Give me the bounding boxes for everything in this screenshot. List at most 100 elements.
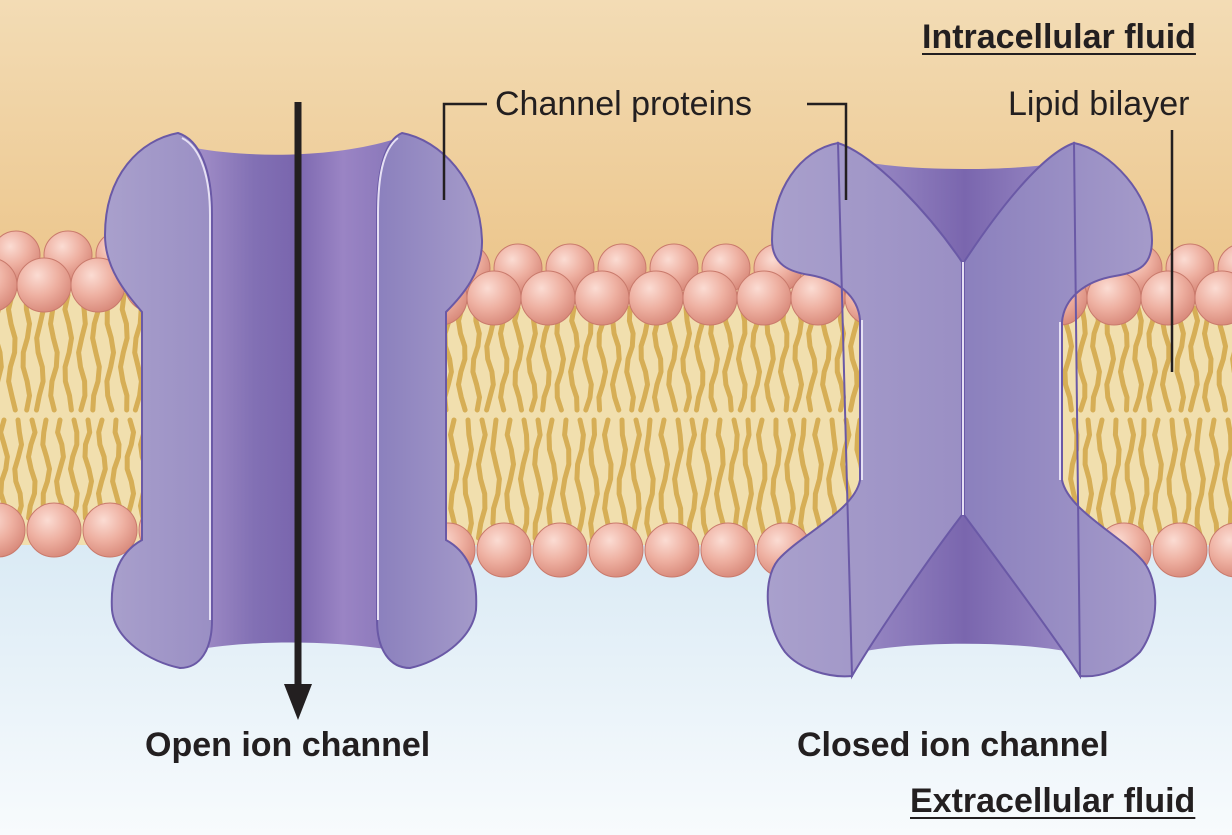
lipid-tail bbox=[0, 417, 10, 521]
lipid-tail bbox=[1152, 417, 1164, 541]
lipid-tail bbox=[504, 417, 516, 541]
lipid-tail bbox=[1194, 417, 1206, 541]
lipid-head bbox=[644, 522, 700, 578]
lipid-tail bbox=[736, 305, 748, 413]
lipid-tail bbox=[658, 417, 670, 541]
lipid-tail bbox=[476, 417, 488, 541]
lipid-tail bbox=[1208, 417, 1220, 541]
lipid-tail bbox=[96, 417, 108, 521]
lipid-tail bbox=[1118, 305, 1130, 413]
ion-flow-arrowhead bbox=[284, 684, 312, 720]
closed-ion-channel-label: Closed ion channel bbox=[797, 726, 1109, 764]
lipid-tail bbox=[110, 417, 122, 521]
lipid-tail bbox=[1090, 305, 1102, 413]
lipid-head bbox=[1208, 522, 1232, 578]
lipid-tail bbox=[806, 305, 818, 413]
open-channel-left-subunit-highlight bbox=[181, 137, 211, 620]
lipid-tail bbox=[1180, 417, 1192, 541]
open-channel-right-subunit-highlight bbox=[377, 137, 399, 620]
lipid-tail bbox=[722, 305, 734, 413]
lipid-head bbox=[574, 270, 630, 326]
lipid-tail bbox=[1076, 305, 1088, 413]
lipid-tail bbox=[512, 305, 524, 413]
lipid-tail bbox=[602, 417, 614, 541]
open-ion-channel-label: Open ion channel bbox=[145, 726, 431, 764]
open-channel-pore bbox=[195, 140, 392, 650]
lipid-head bbox=[1152, 522, 1208, 578]
lipid-tail bbox=[532, 417, 544, 541]
lipid-tail bbox=[470, 305, 482, 413]
lipid-tail bbox=[848, 305, 860, 413]
lipid-head bbox=[26, 502, 82, 558]
lipid-tail bbox=[48, 292, 60, 413]
lipid-tail bbox=[132, 292, 144, 413]
lipid-tail bbox=[672, 417, 684, 541]
lipid-tail bbox=[728, 417, 740, 541]
lipid-tail bbox=[462, 417, 474, 541]
lipid-tail bbox=[82, 417, 94, 521]
lipid-tail bbox=[616, 417, 628, 541]
lipid-bilayer-label: Lipid bilayer bbox=[1008, 85, 1190, 123]
lipid-tail bbox=[792, 305, 804, 413]
lipid-tail bbox=[798, 417, 810, 541]
lipid-tail bbox=[526, 305, 538, 413]
lipid-tail bbox=[1132, 305, 1144, 413]
lipid-tail bbox=[1104, 305, 1116, 413]
lipid-tail bbox=[26, 417, 38, 521]
lipid-tail bbox=[124, 417, 136, 521]
lipid-tail bbox=[644, 417, 656, 541]
lipid-tail bbox=[90, 292, 102, 413]
lipid-head bbox=[736, 270, 792, 326]
lipid-tail bbox=[778, 305, 790, 413]
lipid-tail bbox=[1138, 417, 1150, 541]
lipid-tail bbox=[680, 305, 692, 413]
lipid-tail bbox=[448, 417, 460, 541]
open-channel-left-subunit bbox=[103, 131, 213, 670]
lipid-tail bbox=[742, 417, 754, 541]
lipid-tail bbox=[34, 292, 46, 413]
lipid-tail bbox=[68, 417, 80, 521]
lipid-tail bbox=[62, 292, 74, 413]
lipid-tail bbox=[118, 292, 130, 413]
lipid-tail bbox=[638, 305, 650, 413]
lipid-tail bbox=[498, 305, 510, 413]
lipid-tail bbox=[756, 417, 768, 541]
lipid-tail bbox=[12, 417, 24, 521]
lipid-tail bbox=[1166, 417, 1178, 541]
closed-ion-channel bbox=[766, 141, 1157, 680]
lipid-tail bbox=[54, 417, 66, 521]
lipid-tail bbox=[1096, 417, 1108, 541]
lipid-head bbox=[1140, 270, 1196, 326]
lipid-tail bbox=[490, 417, 502, 541]
lipid-head bbox=[588, 522, 644, 578]
lipid-tail bbox=[456, 305, 468, 413]
lipid-tail bbox=[686, 417, 698, 541]
lipid-tail bbox=[1110, 417, 1122, 541]
lipid-tail bbox=[554, 305, 566, 413]
lipid-tail bbox=[574, 417, 586, 541]
lipid-head bbox=[1194, 270, 1232, 326]
lipid-head bbox=[476, 522, 532, 578]
lipid-tail bbox=[610, 305, 622, 413]
lipid-tail bbox=[582, 305, 594, 413]
lipid-tail bbox=[518, 417, 530, 541]
lipid-head bbox=[628, 270, 684, 326]
intracellular-fluid-label: Intracellular fluid bbox=[922, 18, 1196, 56]
lipid-tail bbox=[694, 305, 706, 413]
closed-channel-pore-top bbox=[858, 160, 1072, 262]
extracellular-fluid-label: Extracellular fluid bbox=[910, 782, 1196, 820]
lipid-tail bbox=[6, 292, 18, 413]
lipid-tail bbox=[750, 305, 762, 413]
lipid-tail bbox=[714, 417, 726, 541]
lipid-tail bbox=[560, 417, 572, 541]
lipid-head bbox=[532, 522, 588, 578]
lipid-head bbox=[682, 270, 738, 326]
open-ion-channel bbox=[103, 102, 484, 720]
closed-channel-pore-bottom bbox=[848, 515, 1082, 655]
lipid-tail bbox=[1202, 305, 1214, 413]
lipid-tail bbox=[770, 417, 782, 541]
channel-proteins-label: Channel proteins bbox=[495, 85, 753, 123]
lipid-tail bbox=[1124, 417, 1136, 541]
lipid-tail bbox=[76, 292, 88, 413]
